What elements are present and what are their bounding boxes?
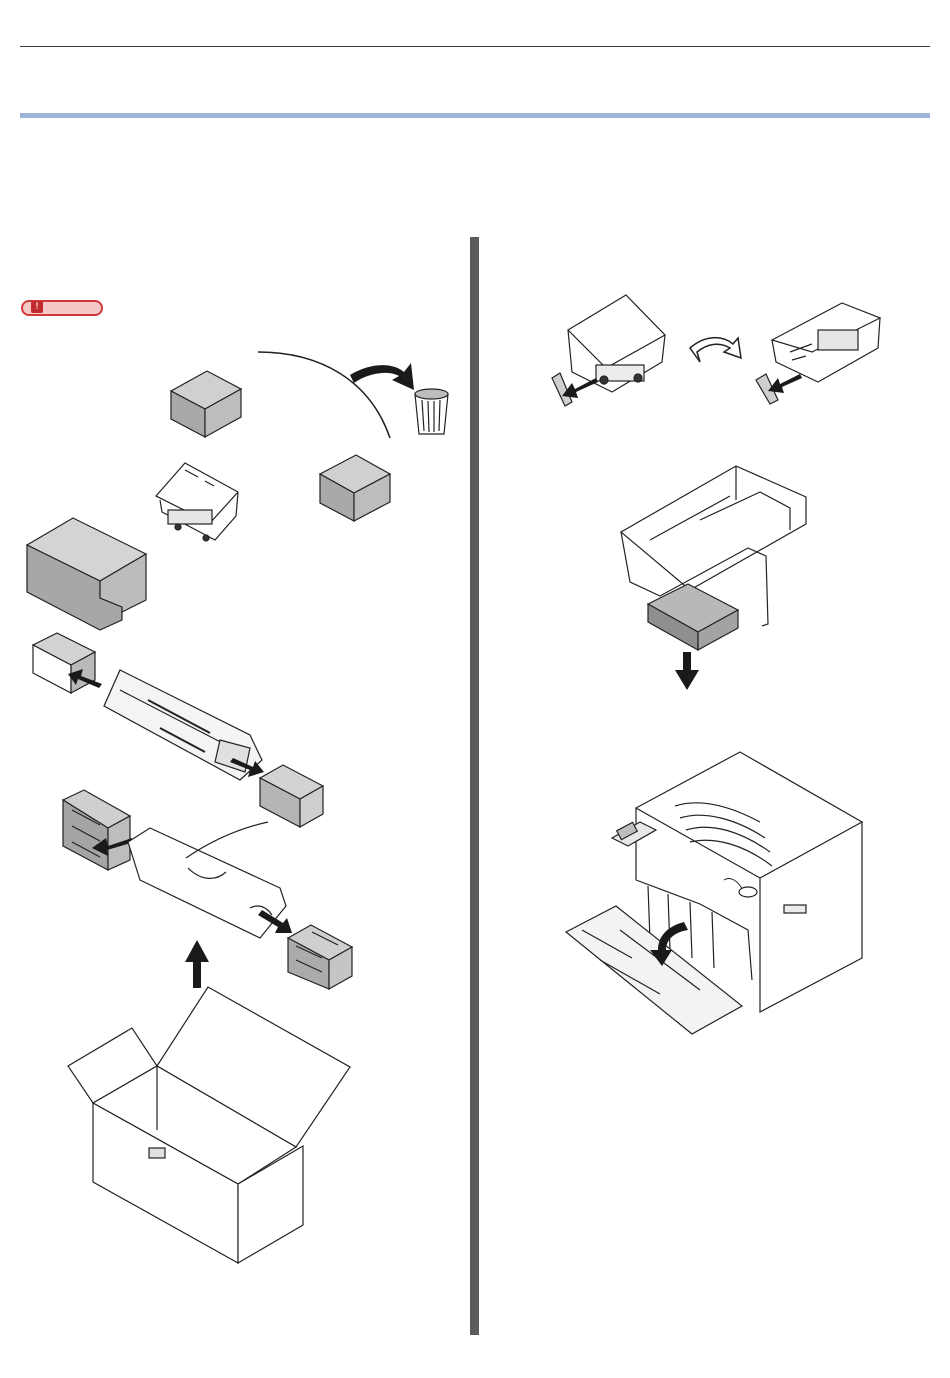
rotate-arrow-icon [690,338,741,362]
open-front-cover-illustration [566,752,862,1034]
front-cover-open [566,906,742,1034]
remove-drum-packing-illustration [621,466,806,690]
drum-unit-front [568,295,665,392]
arrow-down-icon [675,652,699,690]
drum-unit-rotated [772,303,880,382]
pull-arrow-2-icon [768,374,802,393]
packing-insert [648,584,738,650]
control-panel [612,822,656,846]
remove-tape-illustration [552,295,880,406]
pull-arrow-icon [562,378,598,398]
